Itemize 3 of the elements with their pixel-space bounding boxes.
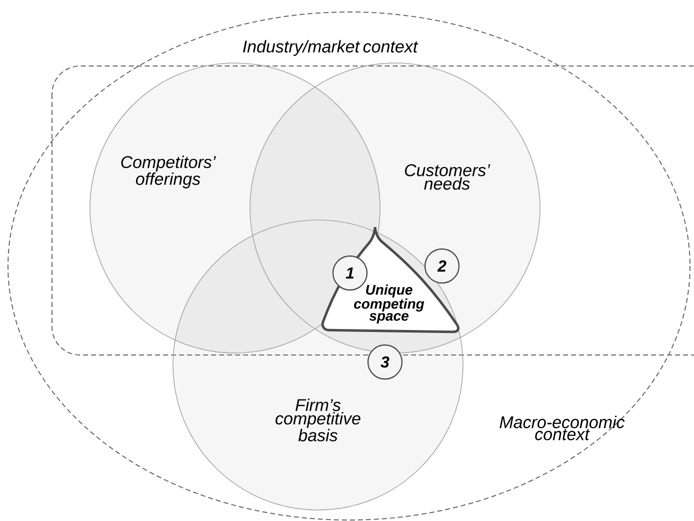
- node-label: Industry/market context: [243, 40, 418, 56]
- number-badge: 2: [424, 248, 460, 284]
- number-badge: 3: [367, 344, 403, 380]
